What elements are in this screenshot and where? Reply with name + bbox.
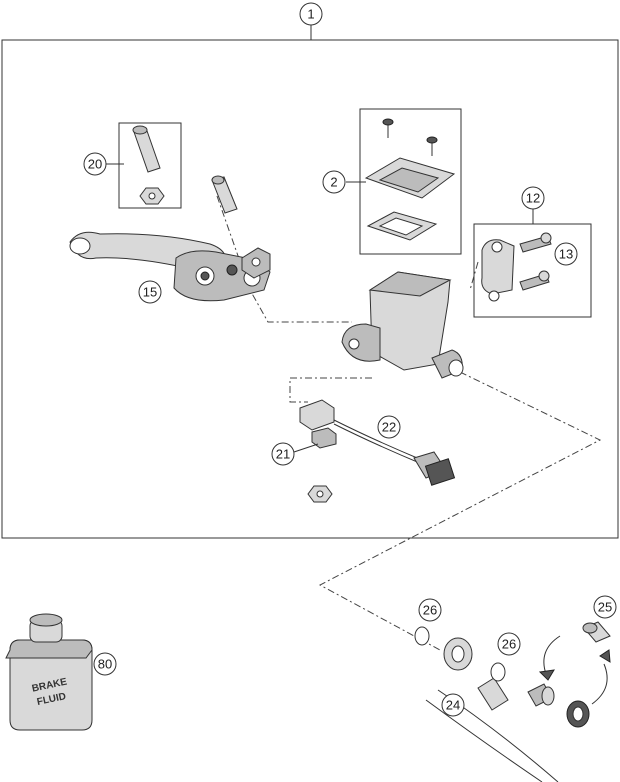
brake-lever-15 [69,175,271,302]
callout-1-text: 1 [307,7,314,22]
dash-clamp [469,261,479,291]
callout-26-right: 26 [497,632,521,656]
assembly-frame [1,39,619,539]
callout-20: 20 [83,152,124,176]
callout-12-text: 12 [526,191,540,206]
clamp-12 [481,232,552,302]
callout-25-text: 25 [598,600,612,615]
callout-24: 24 [441,693,465,717]
callout-21: 21 [271,442,319,466]
dash-lever-to-cylinder [216,195,352,323]
box-20 [118,122,182,209]
callout-15: 15 [138,280,162,304]
callout-21-text: 21 [276,447,290,462]
callout-26-right-text: 26 [502,637,516,652]
callout-2-text: 2 [330,175,337,190]
callout-2: 2 [322,170,366,194]
callout-15-text: 15 [143,285,157,300]
callout-22: 22 [377,415,401,439]
hose-assembly-24 [414,621,611,782]
brake-fluid-bottle: BRAKE FLUID [5,613,93,731]
callout-80: 80 [93,652,117,676]
callout-80-text: 80 [98,657,112,672]
reservoir-cover-2 [364,118,456,241]
dash-switch-to-cylinder [289,377,372,403]
callout-22-text: 22 [382,420,396,435]
sleeve-20 [132,125,165,205]
callout-25: 25 [593,595,617,619]
callout-26-left-text: 26 [423,603,437,618]
callout-13-text: 13 [559,247,573,262]
callout-1: 1 [299,2,323,26]
dash-hose-route [318,371,602,651]
brake-switch-21 [299,399,456,503]
callout-12: 12 [521,186,545,210]
callout-26-left: 26 [418,598,442,622]
callout-24-text: 24 [446,698,460,713]
callout-13: 13 [554,242,578,266]
master-cylinder [341,271,464,379]
callout-20-text: 20 [88,157,102,172]
